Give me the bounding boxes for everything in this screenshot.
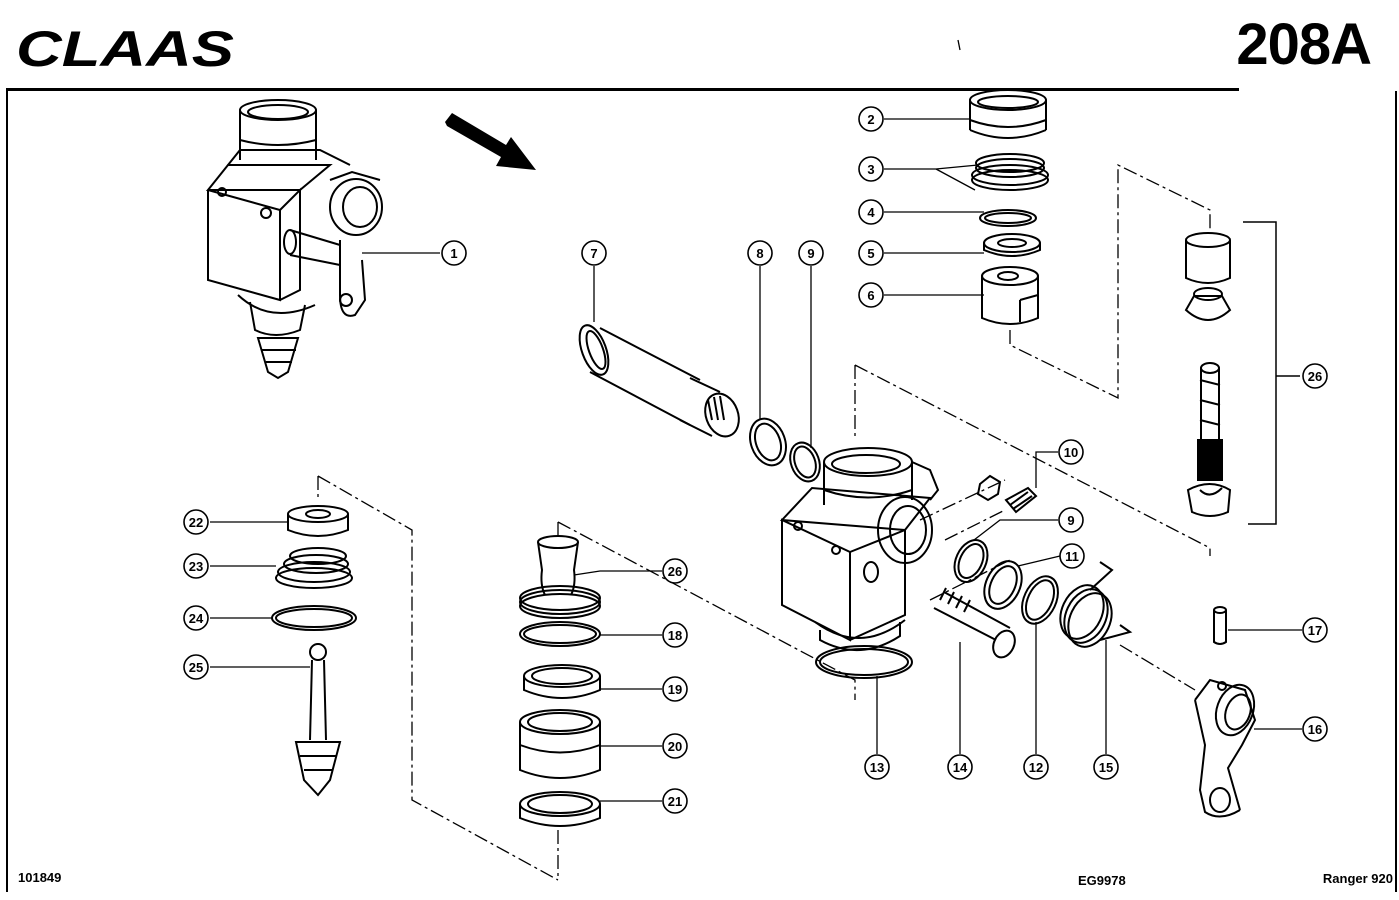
callout-3: 3 [858,156,884,182]
callout-label: 1 [450,246,457,261]
callout-label: 9 [1067,513,1074,528]
circlip-12-part [1021,575,1059,625]
o-ring-13-part [815,645,913,679]
ring-21-part [519,791,601,827]
callout-label: 25 [189,660,203,675]
ring-11-part [983,560,1023,610]
group-bracket [1243,221,1300,525]
valve-insert-part-left [519,535,601,619]
callout-20: 20 [662,733,688,759]
assembled-valve-part [205,99,383,380]
assembly-center-lines [317,39,1211,881]
callout-label: 26 [1308,369,1322,384]
ring-18-part [519,621,601,647]
callout-label: 15 [1099,760,1113,775]
callout-label: 8 [756,246,763,261]
callout-18: 18 [662,622,688,648]
valve-insert-part-right [1184,232,1232,517]
sleeve-part [981,266,1039,325]
threaded-pin-part [933,587,1016,659]
drawing-code: EG9978 [1078,873,1126,888]
diagram-frame [6,88,1397,892]
spring-seal-part [971,153,1049,191]
callout-label: 14 [953,760,968,775]
washer-part [983,233,1041,257]
callout-26: 26 [662,558,688,584]
callout-label: 17 [1308,623,1322,638]
callout-6: 6 [858,282,884,308]
callout-4: 4 [858,199,884,225]
spring-23-part [275,547,353,589]
callout-label: 3 [867,162,874,177]
plug-screw-part [976,474,1038,514]
pin-17-part [1213,606,1227,645]
callout-13: 13 [864,754,890,780]
torsion-spring-part [1059,561,1133,648]
callout-label: 7 [590,246,597,261]
callout-19: 19 [662,676,688,702]
callout-label: 13 [870,760,884,775]
callout-12: 12 [1023,754,1049,780]
callout-26: 26 [1302,363,1328,389]
valve-housing-part [779,447,940,651]
bushing-20-part [519,709,601,779]
claas-logo: CLAAS [16,24,234,72]
callout-21: 21 [662,788,688,814]
callout-label: 21 [668,794,682,809]
callout-label: 9 [807,246,814,261]
callout-23: 23 [183,553,209,579]
callout-5: 5 [858,240,884,266]
shaft-part [578,324,740,438]
needle-25-part [294,643,342,797]
callout-24: 24 [183,605,209,631]
illustration-number: 101849 [18,870,62,885]
leader-lines [210,118,1302,802]
callout-label: 2 [867,112,874,127]
callout-label: 22 [189,515,203,530]
callout-label: 6 [867,288,874,303]
callout-10: 10 [1058,439,1084,465]
callout-label: 11 [1065,549,1079,564]
circlip-part [979,209,1037,227]
callout-11: 11 [1059,543,1085,569]
logo-wordmark: CLAAS [16,24,234,72]
callout-9: 9 [1058,507,1084,533]
callout-2: 2 [858,106,884,132]
callout-7: 7 [581,240,607,266]
callout-label: 20 [668,739,682,754]
callout-8: 8 [747,240,773,266]
callout-25: 25 [183,654,209,680]
callout-label: 10 [1064,445,1078,460]
callout-14: 14 [947,754,973,780]
callout-label: 12 [1029,760,1043,775]
page-number: 208A [1236,12,1372,77]
model-name: Ranger 920 [1322,871,1393,886]
circlip-24-part [271,605,357,631]
callout-label: 18 [668,628,682,643]
cup-seal-22-part [287,505,349,537]
callout-label: 4 [867,205,875,220]
callout-label: 5 [867,246,874,261]
callout-1: 1 [441,240,467,266]
o-ring-9-part [789,441,821,483]
callout-17: 17 [1302,617,1328,643]
o-ring-8-part [749,417,787,467]
callout-label: 23 [189,559,203,574]
callout-label: 16 [1308,722,1322,737]
ring-19-part [523,664,601,699]
callout-15: 15 [1093,754,1119,780]
callout-label: 19 [668,682,682,697]
callout-label: 26 [668,564,682,579]
callout-label: 24 [189,611,204,626]
callout-16: 16 [1302,716,1328,742]
cap-part [969,89,1047,139]
lever-arm-part [1194,678,1257,818]
callout-9: 9 [798,240,824,266]
callout-22: 22 [183,509,209,535]
direction-arrow-icon [445,113,536,170]
